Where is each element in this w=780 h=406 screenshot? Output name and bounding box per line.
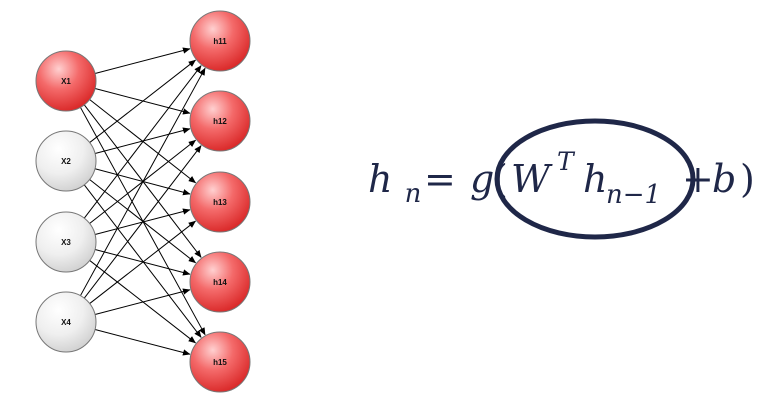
hidden-node-h13: h13: [189, 171, 251, 233]
hidden-node-label: h15: [213, 358, 227, 367]
edge-x4-h12: [83, 145, 202, 299]
input-node-label: X4: [61, 318, 71, 327]
formula-lhs: h: [368, 157, 392, 201]
edge-x3-h11: [83, 65, 202, 219]
edge-x2-h15: [83, 184, 202, 338]
formula-lhs-subscript: n: [405, 179, 422, 209]
connection-edges: [79, 47, 206, 356]
hidden-node-circle: [189, 10, 251, 72]
input-node-label: X3: [61, 238, 71, 247]
hidden-node-label: h13: [213, 198, 227, 207]
edge-x4-h11: [79, 67, 206, 296]
formula-close-paren: ): [740, 157, 755, 201]
input-node-x1: X1: [35, 50, 97, 112]
svg-text:h n: h n: [368, 157, 421, 209]
hidden-node-circle: [189, 251, 251, 313]
hidden-node-label: h12: [213, 117, 227, 126]
formula-func: g: [470, 157, 494, 201]
input-node-circle: [35, 211, 97, 273]
edge-x4-h13: [89, 220, 196, 304]
hidden-node-circle: [189, 90, 251, 152]
edge-x2-h12: [94, 127, 191, 154]
input-node-label: X1: [61, 77, 71, 86]
edge-x2-h11: [89, 59, 196, 143]
formula-prev-subscript: n−1: [606, 180, 661, 210]
edge-x1-h11: [94, 47, 191, 74]
hidden-node-h14: h14: [189, 251, 251, 313]
hidden-node-label: h14: [213, 278, 227, 287]
hidden-node-circle: [189, 331, 251, 393]
formula-highlight-ellipse: [494, 118, 696, 240]
input-node-circle: [35, 291, 97, 353]
formula-weight-superscript: T: [557, 147, 576, 176]
formula: h n = g ( W T h n−1 + b ): [368, 118, 755, 240]
hidden-node-label: h11: [213, 37, 227, 46]
input-node-circle: [35, 50, 97, 112]
input-node-x3: X3: [35, 211, 97, 273]
hidden-node-circle: [189, 171, 251, 233]
edge-x4-h15: [94, 329, 191, 356]
input-node-x2: X2: [35, 130, 97, 192]
input-node-circle: [35, 130, 97, 192]
edge-x4-h14: [94, 288, 191, 315]
input-node-label: X2: [61, 157, 71, 166]
input-node-x4: X4: [35, 291, 97, 353]
formula-prev: h: [583, 157, 607, 201]
formula-bias: b: [712, 157, 736, 201]
hidden-node-h12: h12: [189, 90, 251, 152]
formula-equals: =: [424, 157, 456, 201]
hidden-node-h15: h15: [189, 331, 251, 393]
formula-weight: W: [511, 157, 553, 201]
hidden-node-h11: h11: [189, 10, 251, 72]
